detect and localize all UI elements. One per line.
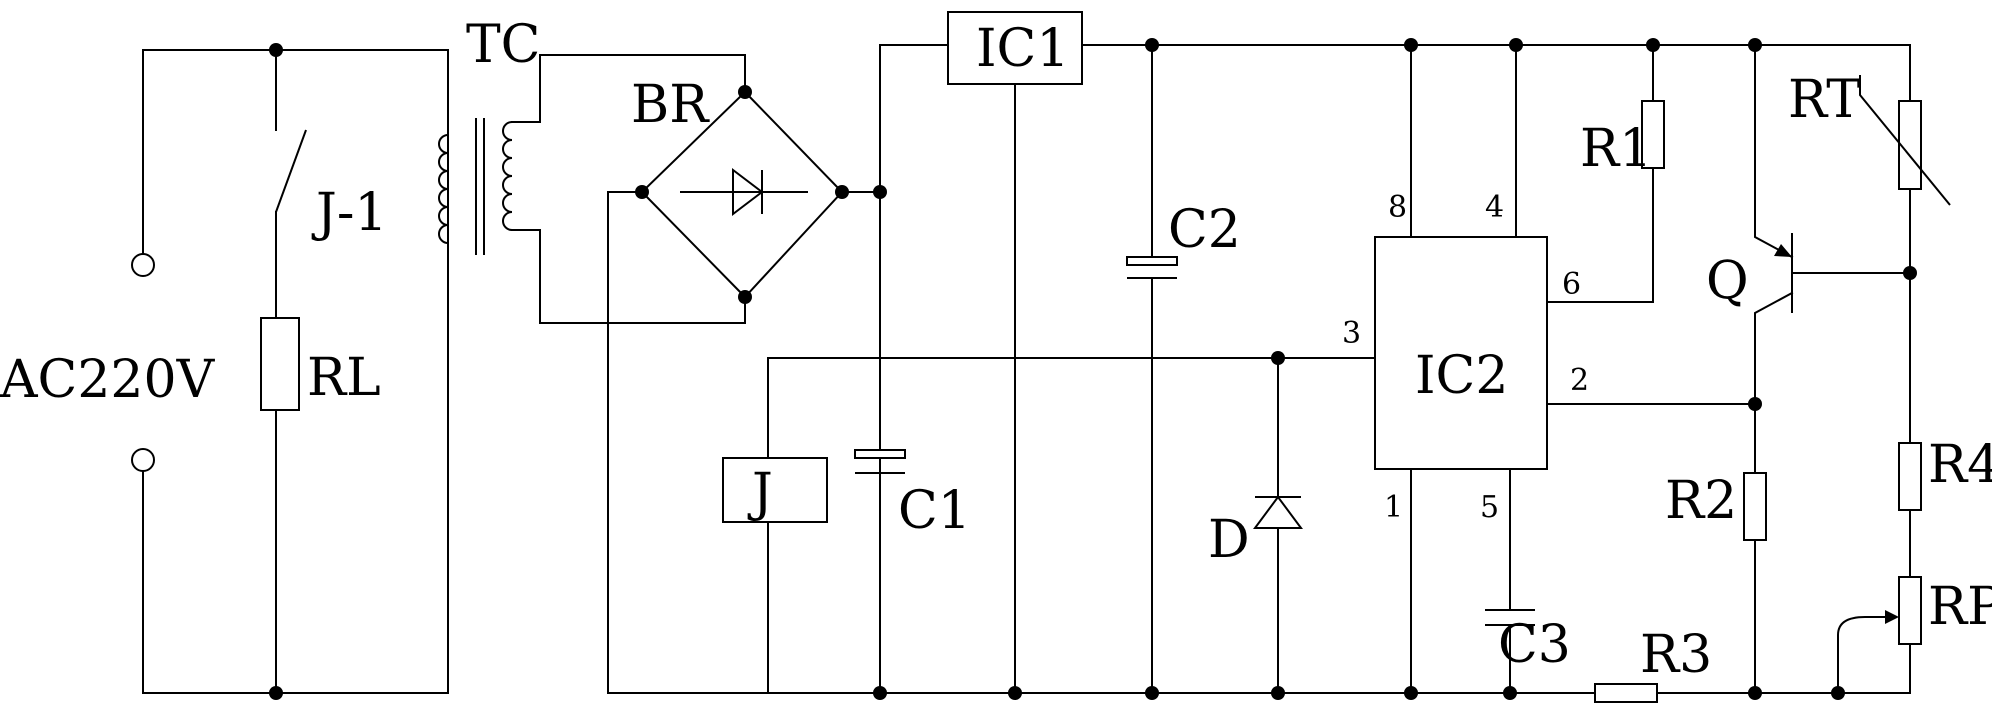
label-rp: RP: [1928, 577, 1992, 637]
ac-terminal-bottom: [131, 448, 155, 472]
label-c2: C2: [1168, 200, 1241, 260]
q-emitter-arrow-icon: [1774, 244, 1792, 257]
label-c3: C3: [1498, 615, 1571, 675]
bridge-diode-icon: [732, 167, 764, 217]
pin-label-2: 2: [1570, 363, 1589, 398]
wire-bottom-left: [142, 249, 449, 694]
label-rl: RL: [307, 348, 381, 408]
bridge-rectifier-br: [607, 85, 881, 694]
secondary-coil: [502, 121, 513, 231]
r3-body: [1594, 683, 1658, 703]
r1-resistor: [1641, 44, 1665, 186]
pin-label-3: 3: [1342, 316, 1361, 351]
rp-wiper-wire: [1837, 616, 1896, 694]
label-j: J: [747, 463, 773, 523]
c2-capacitor: [1126, 44, 1178, 694]
rp-wiper-arrow-icon: [1885, 610, 1899, 624]
transistor-q: [1594, 44, 1911, 703]
diode-triangle-icon: [1253, 495, 1303, 529]
label-br: BR: [631, 75, 710, 135]
ic1-regulator: [947, 11, 1083, 694]
junctions: [873, 38, 1917, 700]
label-r2: R2: [1665, 471, 1737, 531]
label-r1: R1: [1580, 119, 1652, 179]
label-ac220v: AC220V: [0, 350, 216, 410]
pin-label-5: 5: [1480, 490, 1499, 525]
label-d: D: [1208, 510, 1250, 570]
pin-label-1: 1: [1384, 490, 1403, 525]
q-emitter-wire: [1754, 44, 1794, 259]
junction: [269, 43, 283, 57]
pin-label-4: 4: [1485, 190, 1504, 225]
junction: [269, 686, 283, 700]
label-r3: R3: [1640, 625, 1712, 685]
rp-body: [1898, 576, 1922, 645]
label-c1: C1: [898, 481, 971, 541]
r2-body: [1743, 472, 1767, 541]
wire-ic1-input: [879, 44, 949, 694]
label-tc: TC: [466, 15, 540, 75]
pin-label-8: 8: [1388, 190, 1407, 225]
diode-d: [1253, 351, 1303, 694]
bridge-negative-wire: [607, 191, 643, 694]
rt-body: [1898, 100, 1922, 190]
relay-and-c1: [722, 191, 1276, 694]
relay-signal-wire: [767, 357, 1276, 469]
wire-top-left: [142, 49, 449, 266]
ic2-pin6-wire: [1546, 184, 1654, 303]
ic2-box: [1374, 236, 1548, 470]
q-collector-wire: [1754, 291, 1794, 474]
ic1-box: [947, 11, 1083, 85]
top-rail: [1081, 44, 1911, 274]
label-q: Q: [1706, 251, 1749, 311]
labels: AC220V TC J-1 RL BR IC1 J C1 C2 D IC2 C3…: [0, 15, 1992, 685]
label-rt: RT: [1788, 70, 1861, 130]
transformer-tc: [438, 54, 746, 324]
label-ic2: IC2: [1415, 346, 1508, 406]
ac-input-section: [131, 43, 449, 700]
ic2-timer: [1274, 44, 1756, 694]
label-r4: R4: [1928, 435, 1992, 495]
secondary-top-wire: [511, 54, 746, 123]
rt-slash-icon: [1859, 75, 1951, 206]
relay-contact-switch: [275, 129, 307, 213]
c1-plate-top: [854, 449, 906, 459]
r4-body: [1898, 442, 1922, 511]
ac-terminal-top: [131, 253, 155, 277]
load-rl-resistor: [260, 317, 300, 411]
label-j-1: J-1: [311, 183, 388, 243]
secondary-bottom-wire: [511, 229, 746, 324]
relay-coil-box: [722, 457, 828, 523]
primary-coil: [438, 134, 449, 244]
ground-rail-right: [1656, 639, 1911, 694]
main-rails: [607, 44, 1911, 694]
right-divider: [1837, 75, 1951, 694]
label-ic1: IC1: [976, 19, 1069, 79]
pin-label-6: 6: [1562, 267, 1581, 302]
